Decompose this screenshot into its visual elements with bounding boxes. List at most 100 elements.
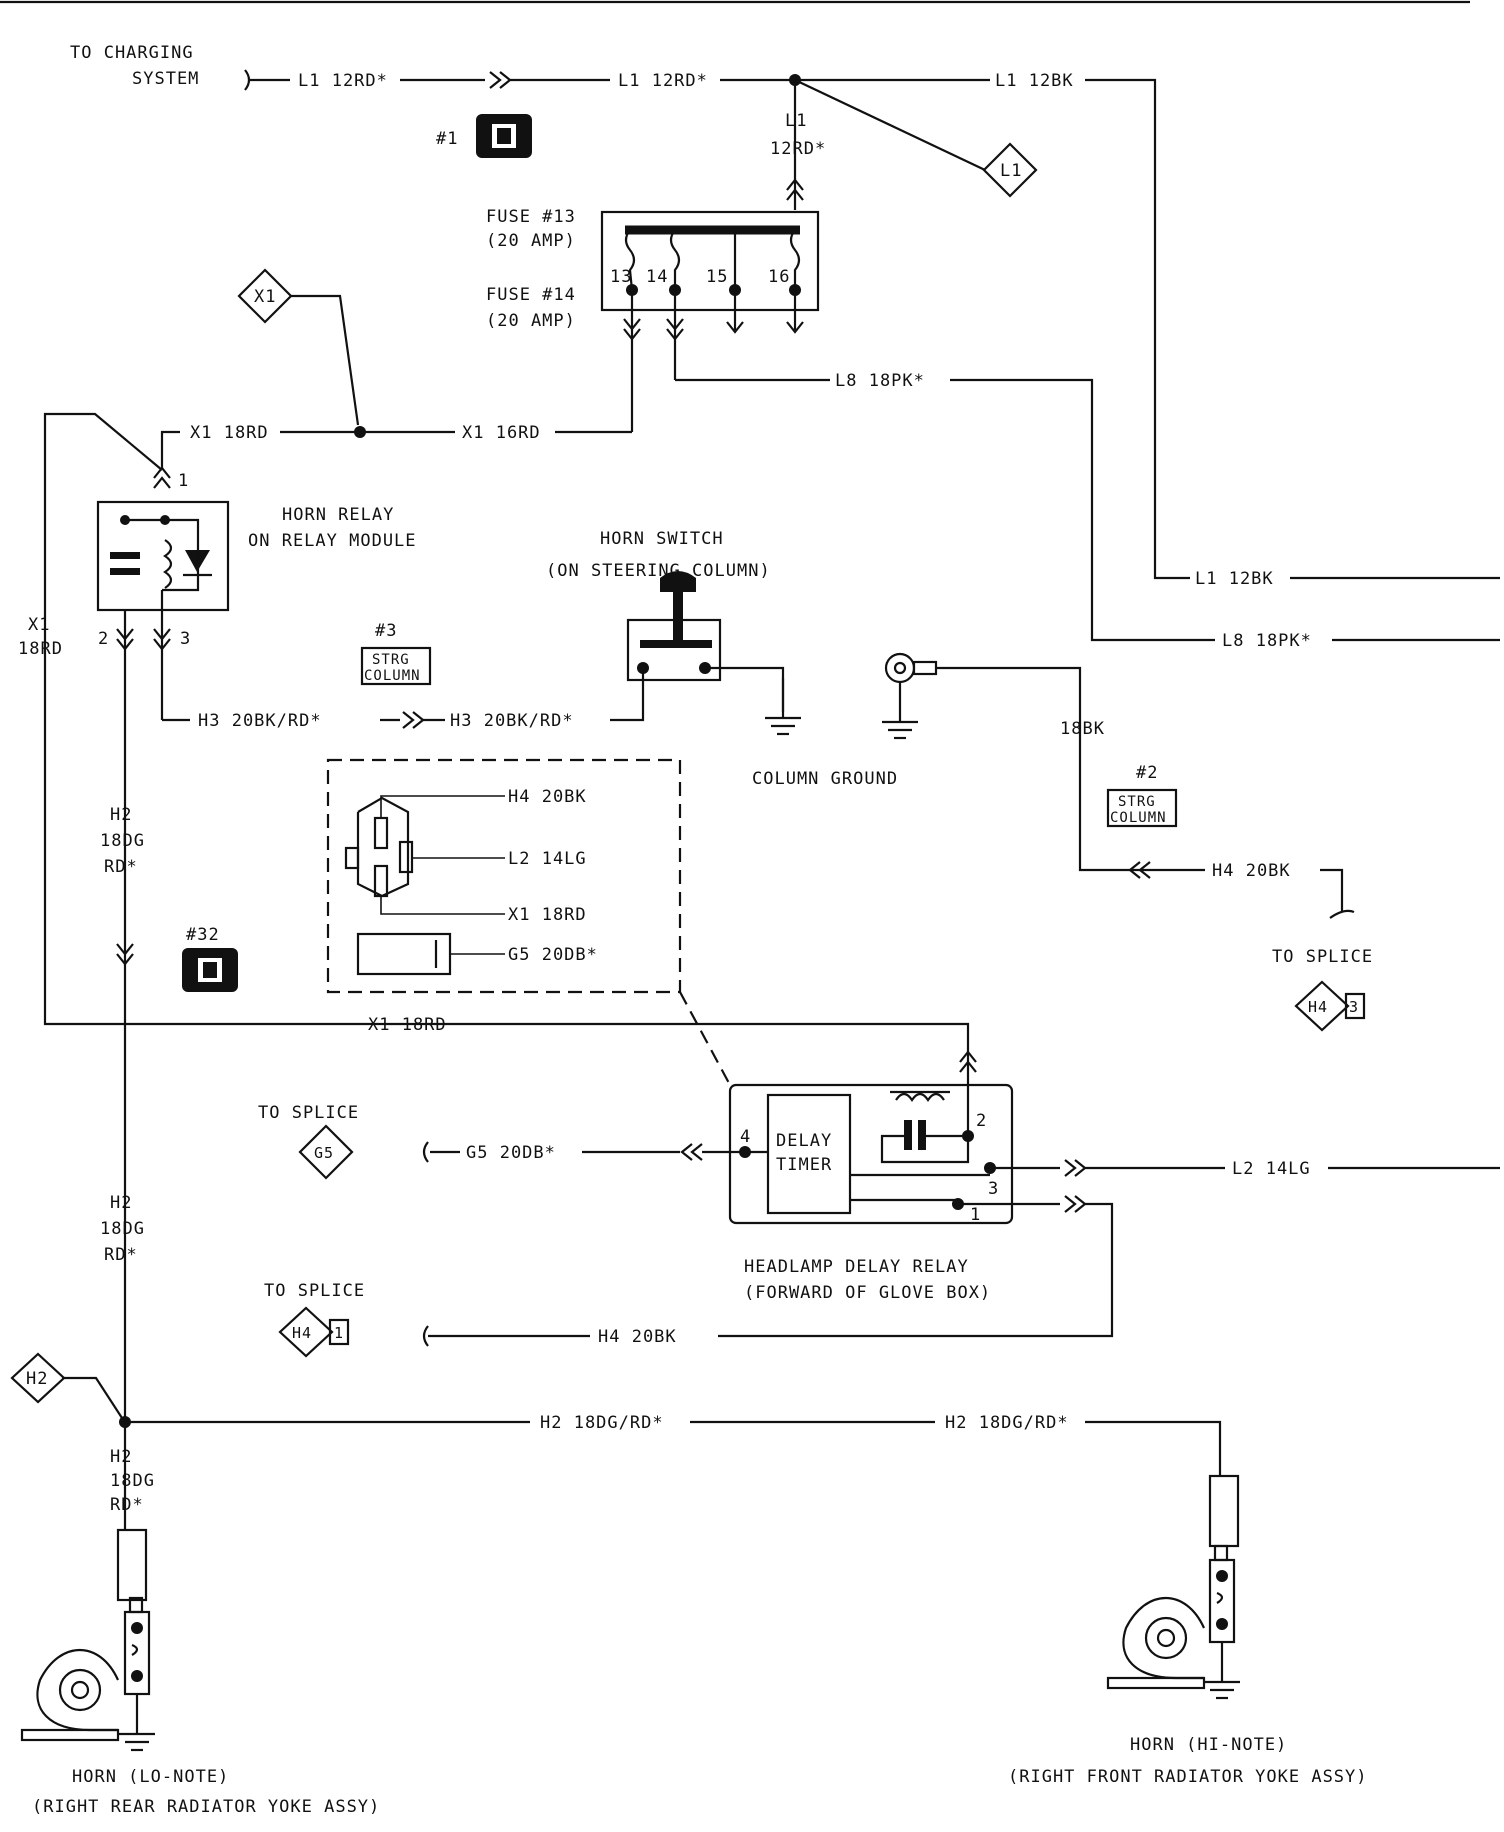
wire-label-h4-20bk-c: H4 20BK: [598, 1327, 677, 1347]
wire-label-l8-18pk-a: L8 18PK*: [835, 371, 925, 391]
ground-eyelet-icon: [884, 652, 916, 684]
wire-label-l2-14lg-b: L2 14LG: [1232, 1159, 1311, 1179]
wire-label-g5-20db: G5 20DB*: [508, 945, 598, 965]
fuse-pin-16: 16: [768, 267, 790, 287]
fuse-pin-13: 13: [610, 267, 632, 287]
hdr-location: (FORWARD OF GLOVE BOX): [744, 1283, 991, 1303]
to-splice-label-a: TO SPLICE: [1272, 947, 1373, 967]
h2-diamond-label: H2: [26, 1369, 48, 1389]
horn-switch-location: (ON STEERING COLUMN): [546, 561, 771, 581]
wire-label-h3-b: H3 20BK/RD*: [450, 711, 574, 731]
l1-vert-label-2: 12RD*: [770, 139, 826, 159]
wire-label-l1-12rd-a: L1 12RD*: [298, 71, 388, 91]
fuse-pin-15: 15: [706, 267, 728, 287]
relay-pin-2: 2: [98, 629, 109, 649]
system-label: SYSTEM: [132, 69, 199, 89]
timer-label: TIMER: [776, 1155, 832, 1175]
wire-label-rd-b: RD*: [104, 1245, 138, 1265]
wire-label-18dg-c: 18DG: [110, 1471, 155, 1491]
strg-column-2-box: [1106, 788, 1178, 828]
horn-hi-location: (RIGHT FRONT RADIATOR YOKE ASSY): [1008, 1767, 1368, 1787]
wire-label-x1-side: X1: [28, 615, 50, 635]
strg-label-2: STRG: [1118, 794, 1156, 810]
wire-label-h2-18dgrd-b: H2 18DG/RD*: [945, 1413, 1069, 1433]
hdr-pin-1: 1: [970, 1205, 981, 1225]
h4-label-a: H4: [1308, 998, 1328, 1016]
wire-label-l1-12bk-top: L1 12BK: [995, 71, 1074, 91]
wire-label-h2-c: H2: [110, 1447, 132, 1467]
fuse-block: [600, 210, 820, 312]
delay-timer-box: [766, 1093, 852, 1215]
connector-face: [356, 796, 410, 898]
g5-label: G5: [314, 1144, 334, 1162]
headlamp-delay-relay-box: [728, 1083, 1014, 1225]
fuse-pin-14: 14: [646, 267, 668, 287]
x1-diamond: [237, 268, 293, 324]
h4-splice-diamond-3: [1294, 980, 1350, 1032]
horn-lo-location: (RIGHT REAR RADIATOR YOKE ASSY): [32, 1797, 380, 1817]
conn32-label: #32: [186, 925, 220, 945]
wire-label-18dg-b: 18DG: [100, 1219, 145, 1239]
hdr-title: HEADLAMP DELAY RELAY: [744, 1257, 969, 1277]
wire-label-h4-20bk-a: H4 20BK: [1212, 861, 1291, 881]
fuse14-label: FUSE #14: [486, 285, 576, 305]
wire-label-l2-14lg: L2 14LG: [508, 849, 587, 869]
h4-label-b: H4: [292, 1324, 312, 1342]
wire-18bk: [936, 666, 1150, 872]
horn-hi-icon: [1106, 1544, 1236, 1690]
wire-label-x1-18rd: X1 18RD: [190, 423, 269, 443]
wire-label-18bk: 18BK: [1060, 719, 1105, 739]
wire-label-g5-20db-b: G5 20DB*: [466, 1143, 556, 1163]
column-label-2: COLUMN: [1110, 810, 1167, 826]
x1-diamond-label: X1: [254, 287, 276, 307]
l1-arrow-line: [794, 79, 986, 171]
wire-label-h3-a: H3 20BK/RD*: [198, 711, 322, 731]
relay-pin-1: 1: [178, 471, 189, 491]
horn-relay-title: HORN RELAY: [282, 505, 394, 525]
horn-lo-title: HORN (LO-NOTE): [72, 1767, 229, 1787]
wire-label-l1-12bk-right: L1 12BK: [1195, 569, 1274, 589]
wire-label-l1-12rd-b: L1 12RD*: [618, 71, 708, 91]
fuse14-amp-label: (20 AMP): [486, 311, 576, 331]
column-label-3: COLUMN: [364, 668, 421, 684]
connector-detail-box: [326, 758, 682, 994]
delay-label: DELAY: [776, 1131, 832, 1151]
h4-splice-diamond-1: [278, 1306, 334, 1358]
strg-label-3: STRG: [372, 652, 410, 668]
horn-relay-location: ON RELAY MODULE: [248, 531, 417, 551]
lo-horn-connector: [116, 1528, 148, 1602]
wire-x1-18rd-loop: [43, 412, 470, 1026]
wire-label-l8-18pk-right: L8 18PK*: [1222, 631, 1312, 651]
hdr-pin-2: 2: [976, 1111, 987, 1131]
l1-diamond: [982, 142, 1038, 198]
wire-l8-18pk: [950, 378, 1215, 642]
to-splice-label-g5: TO SPLICE: [258, 1103, 359, 1123]
wire-label-h2-a: H2: [110, 805, 132, 825]
wire-label-x1-16rd: X1 16RD: [462, 423, 541, 443]
splice-1-label: 1: [334, 1324, 344, 1342]
l1-diamond-label: L1: [1000, 161, 1022, 181]
to-splice-label-h4: TO SPLICE: [264, 1281, 365, 1301]
hi-horn-connector: [1208, 1474, 1240, 1548]
connector-break: [244, 69, 290, 91]
conn1-label: #1: [436, 129, 458, 149]
hdr-pin-4: 4: [740, 1127, 751, 1147]
wire-label-rd-c: RD*: [110, 1495, 144, 1515]
wire-label-rd-a: RD*: [104, 857, 138, 877]
strg-column-3-box: [360, 646, 432, 686]
fuse13-label: FUSE #13: [486, 207, 576, 227]
to-charging-label: TO CHARGING: [70, 43, 194, 63]
horn-hi-title: HORN (HI-NOTE): [1130, 1735, 1287, 1755]
hdr-pin-3: 3: [988, 1179, 999, 1199]
wire-label-x1-18rd-c: X1 18RD: [508, 905, 587, 925]
wire-label-18dg-a: 18DG: [100, 831, 145, 851]
column-ground-label: COLUMN GROUND: [752, 769, 898, 789]
relay-pin-3: 3: [180, 629, 191, 649]
wire-label-x1-18rd-long: X1 18RD: [368, 1015, 447, 1035]
horn-switch-title: HORN SWITCH: [600, 529, 724, 549]
conn2-label: #2: [1136, 763, 1158, 783]
splice-3-label: 3: [1349, 998, 1359, 1016]
l1-vert-label: L1: [785, 111, 807, 131]
g5-splice-diamond: [298, 1124, 354, 1180]
